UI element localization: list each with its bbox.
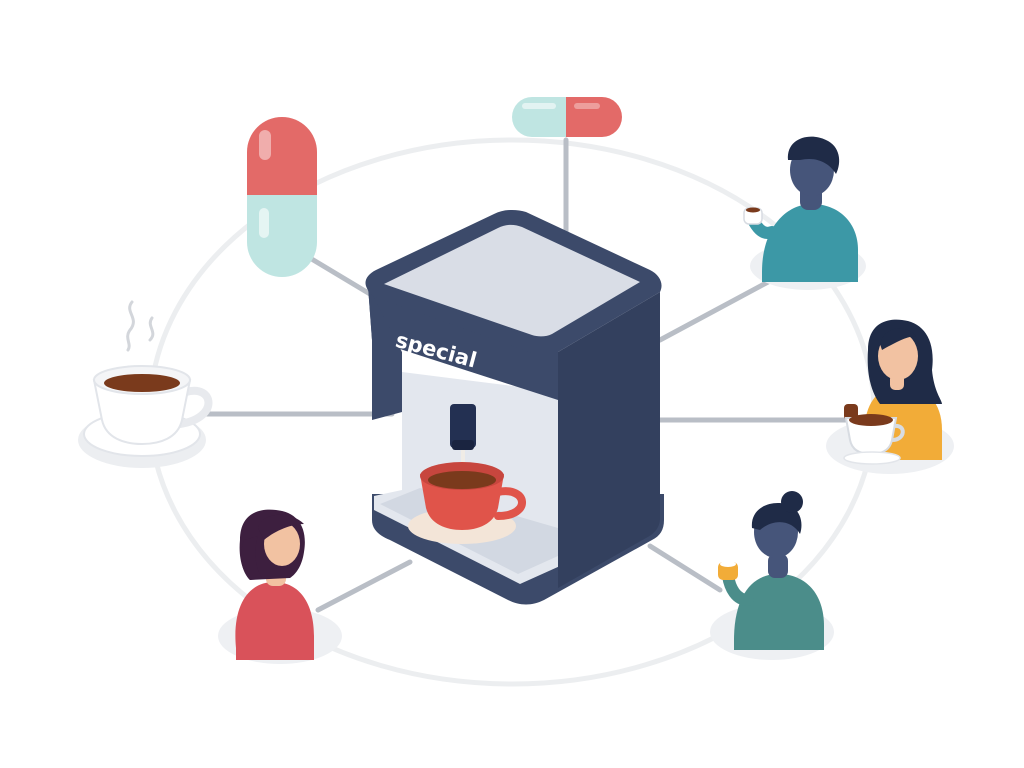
- capsule-icon: [512, 97, 622, 137]
- capsule-icon: [247, 117, 317, 277]
- person-bottom-left-node: [218, 509, 342, 664]
- coffee-machine: special: [365, 209, 664, 605]
- connector-person-top-right: [657, 279, 771, 343]
- capsule-top-node: [512, 97, 622, 137]
- machine-cup: [408, 462, 526, 544]
- machine-front: [368, 286, 558, 400]
- person-drinking-icon: [843, 319, 942, 465]
- person-icon: [235, 509, 314, 660]
- coffee-cup-icon: [92, 365, 213, 446]
- person-drinking-icon: [718, 491, 824, 650]
- connector-person-bottom-left: [315, 559, 413, 613]
- person-right-node: [826, 319, 954, 474]
- person-top-right-node: [743, 136, 866, 290]
- person-drinking-icon: [743, 136, 858, 282]
- connector-person-bottom-right: [647, 543, 723, 593]
- steam-icon: [126, 300, 155, 352]
- cup-left-node: [78, 300, 213, 468]
- connector-lines: [202, 137, 849, 613]
- machine-side: [558, 292, 660, 588]
- machine-spout: [450, 404, 476, 448]
- person-bottom-right-node: [710, 491, 834, 660]
- connector-capsule-left: [307, 255, 383, 303]
- capsule-left-node: [247, 117, 317, 277]
